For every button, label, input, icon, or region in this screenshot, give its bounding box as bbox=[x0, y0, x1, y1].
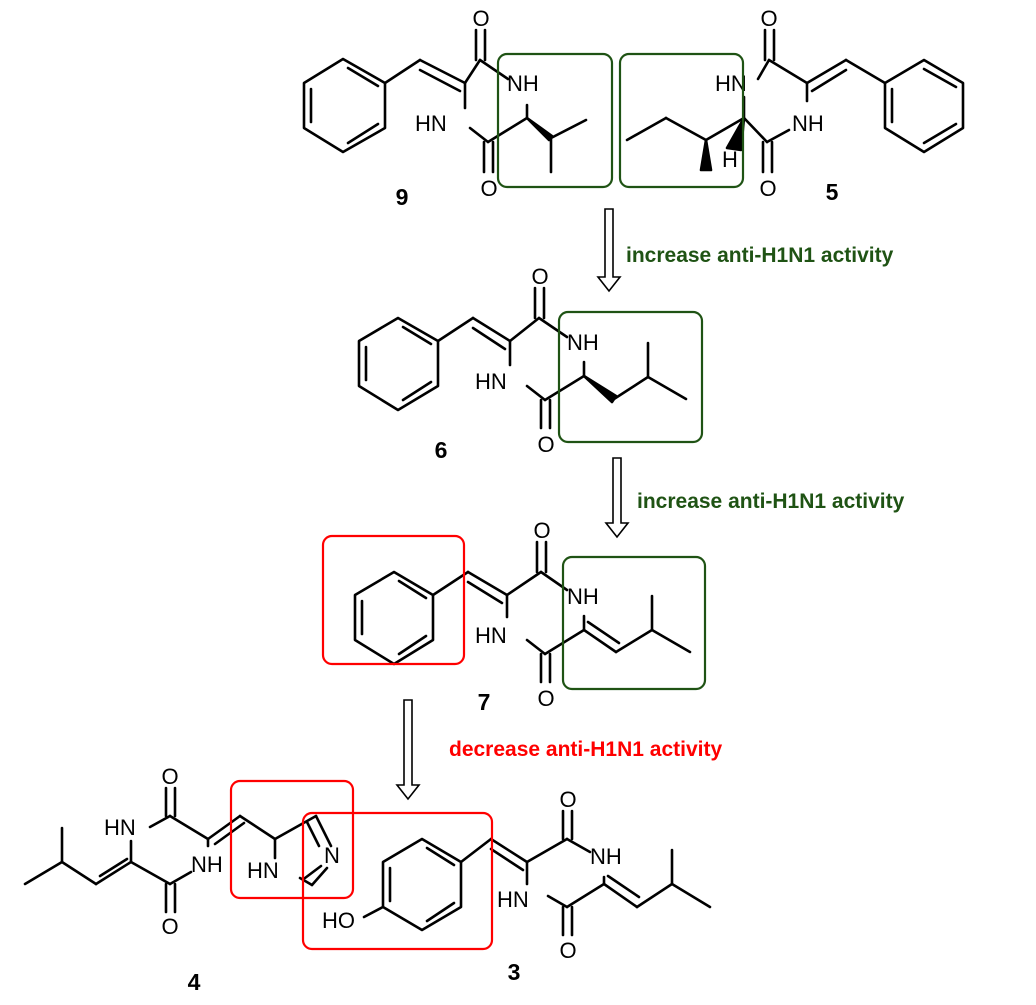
compound-6-label: 6 bbox=[435, 437, 448, 463]
compound-4-bonds bbox=[23, 786, 333, 914]
compound-3-bonds bbox=[362, 809, 712, 937]
compound-4-imidazole-n: N bbox=[324, 843, 340, 868]
compound-4-imidazole-hn: HN bbox=[247, 858, 279, 883]
compound-3-carbonyl-top-o: O bbox=[559, 787, 576, 812]
compound-7-carbonyl-bottom-o: O bbox=[537, 686, 554, 711]
compound-3-carbonyl-bottom-o: O bbox=[559, 938, 576, 963]
compound-6-bonds bbox=[357, 286, 688, 430]
highlight-box-9-valine bbox=[496, 52, 614, 189]
compound-5-hn: HN bbox=[715, 71, 747, 96]
compound-4-carbonyl-bottom-o: O bbox=[161, 914, 178, 939]
compound-3-structure: O O NH HN HO 3 bbox=[322, 787, 712, 985]
compound-7-nh: NH bbox=[567, 584, 599, 609]
arrow-7-to-4-3 bbox=[395, 699, 421, 801]
highlight-box-6-leucine bbox=[557, 310, 704, 444]
compound-5-carbonyl-top-o: O bbox=[760, 6, 777, 31]
compound-3-nh: NH bbox=[590, 844, 622, 869]
compound-5-nh: NH bbox=[792, 111, 824, 136]
highlight-box-7-alkenyl bbox=[561, 555, 707, 691]
compound-6-structure: O O NH HN 6 bbox=[357, 264, 688, 463]
annotation-increase-2: increase anti-H1N1 activity bbox=[637, 490, 905, 513]
compound-5-structure: O O HN NH H 5 bbox=[625, 6, 965, 205]
compound-6-carbonyl-top-o: O bbox=[531, 264, 548, 289]
compound-9-nh: NH bbox=[507, 71, 539, 96]
compound-9-hn: HN bbox=[415, 111, 447, 136]
annotation-increase-1: increase anti-H1N1 activity bbox=[626, 244, 894, 267]
compound-9-structure: O O NH HN 9 bbox=[302, 6, 588, 210]
annotation-decrease: decrease anti-H1N1 activity bbox=[449, 738, 722, 761]
compound-4-hn: HN bbox=[104, 815, 136, 840]
highlight-box-7-phenyl bbox=[321, 534, 466, 666]
arrow-6-to-7 bbox=[604, 457, 630, 539]
compound-3-ho: HO bbox=[322, 908, 355, 933]
compound-7-structure: O O NH HN 7 bbox=[353, 518, 692, 715]
highlight-box-4-imidazole bbox=[229, 779, 355, 900]
compound-4-nh: NH bbox=[191, 852, 223, 877]
compound-7-bonds bbox=[353, 540, 692, 684]
compound-9-carbonyl-top-o: O bbox=[472, 6, 489, 31]
highlight-box-5-isoleucine bbox=[618, 52, 745, 189]
compound-5-carbonyl-bottom-o: O bbox=[759, 176, 776, 201]
compound-6-hn: HN bbox=[475, 369, 507, 394]
compound-9-carbonyl-bottom-o: O bbox=[480, 176, 497, 201]
compound-3-hn: HN bbox=[497, 887, 529, 912]
compound-9-bonds bbox=[302, 28, 588, 174]
compound-3-label: 3 bbox=[508, 959, 521, 985]
compound-6-carbonyl-bottom-o: O bbox=[537, 432, 554, 457]
compound-5-bonds bbox=[625, 28, 965, 174]
compound-4-label: 4 bbox=[188, 969, 201, 995]
compound-5-label: 5 bbox=[826, 179, 839, 205]
compound-9-label: 9 bbox=[396, 184, 409, 210]
compound-4-structure: O O HN NH HN N 4 bbox=[23, 764, 340, 995]
compound-6-nh: NH bbox=[567, 330, 599, 355]
arrow-9-5-to-6 bbox=[596, 208, 622, 293]
compound-5-stereo-h: H bbox=[722, 147, 738, 172]
compound-4-carbonyl-top-o: O bbox=[161, 764, 178, 789]
highlight-box-3-phenol bbox=[301, 811, 494, 951]
compound-7-carbonyl-top-o: O bbox=[533, 518, 550, 543]
compound-7-hn: HN bbox=[475, 623, 507, 648]
compound-7-label: 7 bbox=[478, 689, 491, 715]
